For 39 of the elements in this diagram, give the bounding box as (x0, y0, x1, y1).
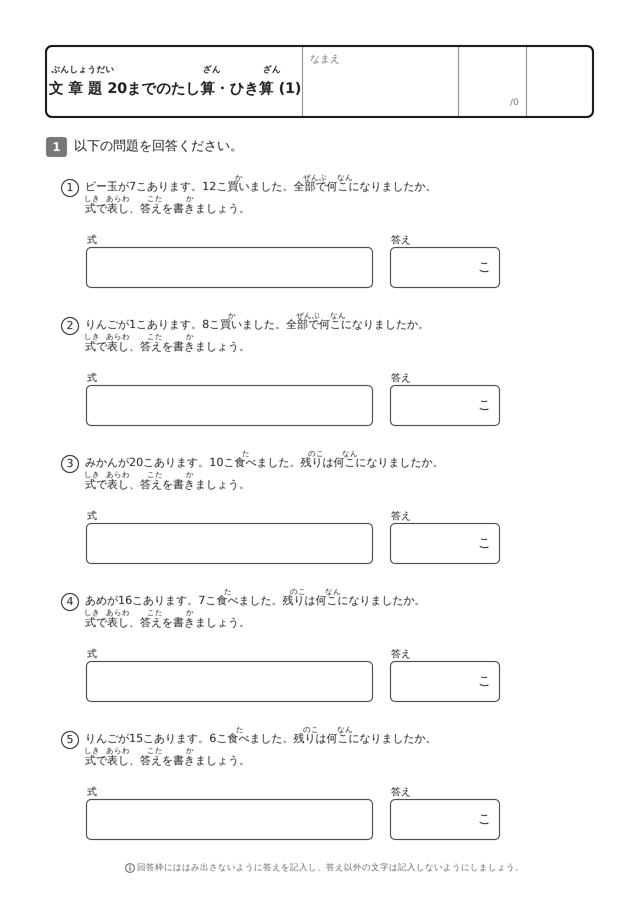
furigana: ざん (203, 66, 221, 74)
question-text: ビー玉が7こあります。12こ買いました。全部で何こになりましたか。 (85, 181, 436, 192)
field-label: 答え (391, 510, 411, 523)
question-number: 2 (61, 317, 79, 335)
furigana: ぶんしょうだい (52, 66, 114, 74)
field-label: 答え (391, 372, 411, 385)
question-text: あめが16こあります。7こ食べました。残りは何こになりましたか。 (85, 595, 426, 606)
question-number: 5 (61, 731, 79, 749)
field-label: 式 (87, 510, 97, 523)
question-text: りんごが15こあります。6こ食べました。残りは何こになりましたか。 (85, 733, 436, 744)
worksheet-title: 文 章 題 20までのたし算・ひき算 (1) (49, 80, 302, 98)
unit-text: こ (478, 813, 491, 826)
unit-text: こ (478, 675, 491, 688)
field-label: 答え (391, 234, 411, 247)
question-text: 式で表し、答えを書きましょう。 (85, 341, 250, 352)
question-text: 式で表し、答えを書きましょう。 (85, 617, 250, 628)
field-label: 式 (87, 786, 97, 799)
question-text: 式で表し、答えを書きましょう。 (85, 479, 250, 490)
footer-note: 回答枠にははみ出さないように答えを記入し、答え以外の文字は記入しないようにしましょう。 (137, 863, 524, 873)
furigana: ざん (263, 66, 281, 74)
unit-text: こ (478, 399, 491, 412)
field-label: なまえ (310, 53, 340, 66)
unit-text: こ (478, 537, 491, 550)
field-label: 式 (87, 372, 97, 385)
unit-text: こ (478, 261, 491, 274)
instruction-text: 以下の問題を回答ください。 (74, 140, 243, 153)
question-text: みかんが20こあります。10こ食べました。残りは何こになりましたか。 (85, 457, 444, 468)
section-number: 1 (46, 137, 67, 157)
question-text: りんごが1こあります。8こ買いました。全部で何こになりましたか。 (85, 319, 430, 330)
question-text: 式で表し、答えを書きましょう。 (85, 203, 250, 214)
field-label: 答え (391, 786, 411, 799)
question-text: 式で表し、答えを書きましょう。 (85, 755, 250, 766)
field-label: 答え (391, 648, 411, 661)
question-number: 4 (61, 593, 79, 611)
question-number: 1 (61, 179, 79, 197)
field-label: 式 (87, 234, 97, 247)
question-number: 3 (61, 455, 79, 473)
field-label: 式 (87, 648, 97, 661)
score-text: /0 (510, 98, 519, 108)
